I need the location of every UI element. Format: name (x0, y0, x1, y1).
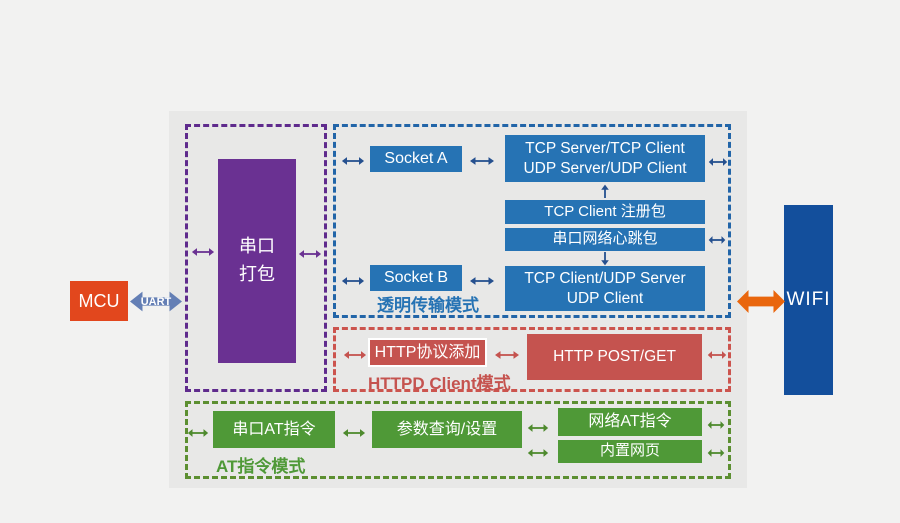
serial-pack-line2: 打包 (239, 264, 275, 284)
network-at-box: 网络AT指令 (558, 408, 702, 436)
serial-pack-region (185, 124, 327, 392)
httpd-left-arrow-icon (343, 347, 367, 359)
serial-pack-line1: 串口 (239, 236, 275, 257)
param-web-arrow-icon (527, 445, 549, 457)
httpd-mode-region (333, 327, 731, 392)
at-mode-label: AT指令模式 (216, 457, 306, 476)
socket-a-box: Socket A (370, 146, 462, 172)
server-box-right-arrow-icon (708, 154, 728, 166)
serial-pack-left-arrow-icon (191, 244, 215, 256)
httpd-right-arrow-icon (707, 347, 727, 359)
network-at-right-arrow-icon (707, 417, 725, 429)
serial-heartbeat-box: 串口网络心跳包 (505, 228, 705, 251)
transparent-mode-region (333, 124, 731, 318)
param-query-box: 参数查询/设置 (372, 411, 522, 448)
httpd-mid-arrow-icon (494, 347, 520, 359)
wifi-link-arrow-icon (737, 287, 785, 316)
at-left-arrow-icon (187, 425, 209, 437)
serial-at-box: 串口AT指令 (213, 411, 335, 448)
uart-label: UART (140, 295, 172, 308)
serial-heartbeat-label: 串口网络心跳包 (552, 230, 658, 248)
mcu-box: MCU (70, 281, 128, 321)
serial-pack-right-arrow-icon (298, 246, 322, 258)
socket-b-left-arrow-icon (341, 273, 365, 285)
tcp-register-pack-box: TCP Client 注册包 (505, 200, 705, 224)
http-protocol-add-box: HTTP协议添加 (368, 338, 487, 367)
uart-arrow-icon (130, 289, 182, 314)
socket-b-client-arrow-icon (469, 273, 495, 285)
tcp-udp-server-client-line2: UDP Server/UDP Client (523, 159, 687, 177)
at-mode-region (185, 401, 731, 479)
param-query-label: 参数查询/设置 (396, 420, 498, 438)
builtin-web-box: 内置网页 (558, 440, 702, 463)
http-post-get-label: HTTP POST/GET (553, 348, 676, 366)
builtin-web-label: 内置网页 (599, 442, 660, 460)
socket-b-box: Socket B (370, 265, 462, 291)
tcp-client-udp-server-box: TCP Client/UDP Server UDP Client (505, 266, 705, 311)
socket-b-label: Socket B (383, 269, 449, 286)
httpd-mode-label: HTTPD Client模式 (368, 374, 511, 393)
mcu-label: MCU (78, 290, 120, 311)
builtin-web-right-arrow-icon (707, 445, 725, 457)
http-protocol-add-label: HTTP协议添加 (374, 343, 481, 361)
serial-pack-box: 串口 打包 (218, 159, 296, 363)
wifi-label: WIFI (786, 289, 831, 311)
tcp-client-udp-server-line2: UDP Client (566, 289, 644, 307)
tcp-udp-server-client-line1: TCP Server/TCP Client (525, 140, 685, 158)
socket-a-left-arrow-icon (341, 153, 365, 165)
heartbeat-down-arrow-icon (600, 251, 610, 266)
tcp-udp-server-client-box: TCP Server/TCP Client UDP Server/UDP Cli… (505, 135, 705, 182)
tcp-client-udp-server-line1: TCP Client/UDP Server (524, 270, 686, 288)
wifi-box: WIFI (784, 205, 833, 395)
socket-a-server-arrow-icon (469, 153, 495, 165)
at-mid-arrow-icon (342, 425, 366, 437)
serial-at-label: 串口AT指令 (232, 420, 316, 438)
network-at-label: 网络AT指令 (588, 413, 672, 430)
register-pack-up-arrow-icon (600, 184, 610, 199)
socket-a-label: Socket A (384, 150, 448, 167)
transparent-mode-label: 透明传输模式 (377, 296, 479, 315)
param-network-arrow-icon (527, 420, 549, 432)
http-post-get-box: HTTP POST/GET (527, 334, 702, 380)
heartbeat-right-arrow-icon (708, 232, 726, 244)
tcp-register-pack-label: TCP Client 注册包 (544, 202, 666, 220)
